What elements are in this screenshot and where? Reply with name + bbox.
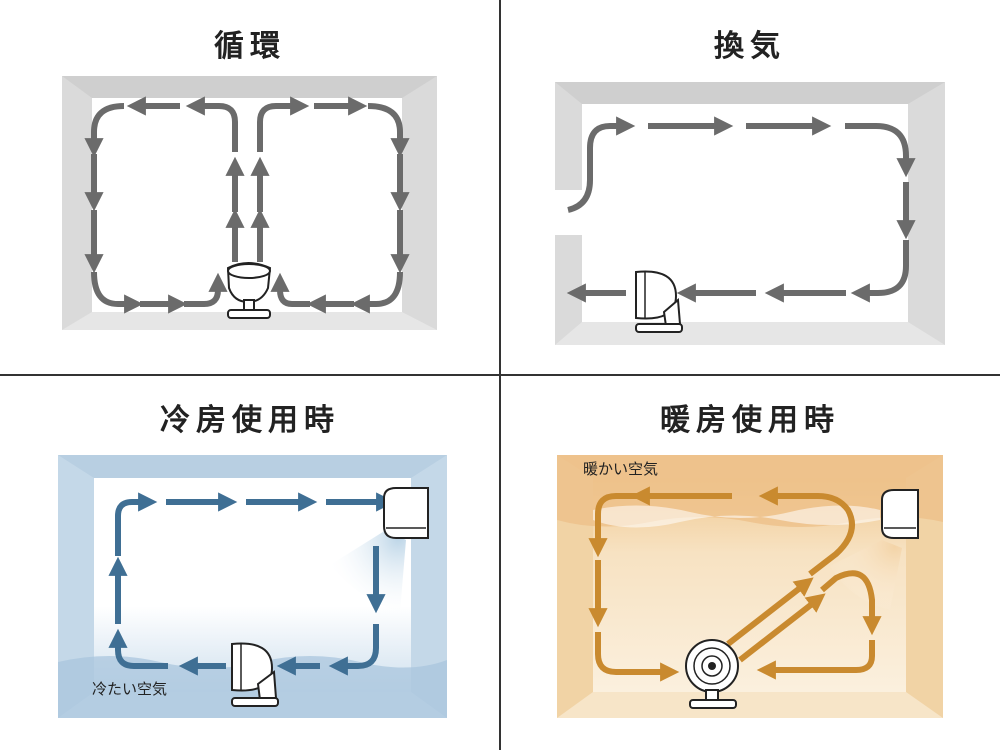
cooling-arrows (108, 492, 396, 676)
panel-title-circulation: 循環 (214, 29, 286, 64)
circulator-fan (226, 262, 272, 319)
panel-circulation: 循環 (62, 29, 437, 330)
panel-title-cooling: 冷房使用時 (160, 403, 340, 438)
cool-air-label: 冷たい空気 (92, 680, 167, 698)
warm-air-label: 暖かい空気 (583, 460, 658, 478)
air-conditioner (881, 489, 919, 539)
panel-heating: 暖房使用時 (557, 403, 943, 718)
panel-title-heating: 暖房使用時 (660, 403, 840, 438)
panel-ventilation: 換気 (555, 29, 945, 345)
panel-title-ventilation: 換気 (714, 29, 786, 64)
circulation-arrows (84, 96, 410, 314)
circulator-fan (635, 270, 683, 333)
air-conditioner (383, 487, 429, 539)
heating-arrows (588, 486, 882, 682)
ventilation-arrows (566, 116, 916, 303)
panel-cooling: 冷房使用時 (58, 403, 447, 718)
circulator-fan (685, 639, 739, 709)
circulator-fan (231, 642, 279, 707)
room-box (555, 82, 945, 345)
